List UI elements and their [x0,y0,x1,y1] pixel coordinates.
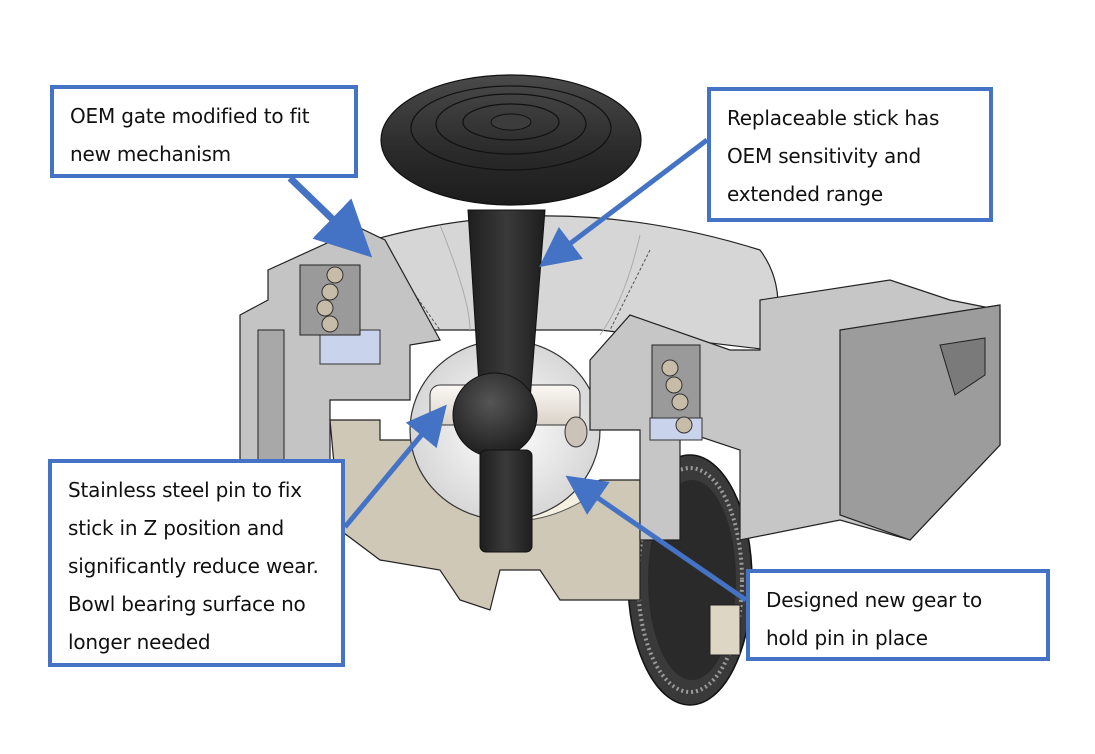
callout-text-line: OEM sensitivity and [727,144,922,168]
right-housing [589,279,1001,541]
callout-replaceable-stick: Replaceable stick has OEM sensitivity an… [707,87,993,222]
left-housing [239,227,441,461]
callout-text-line: significantly reduce wear. [68,554,319,578]
callout-text-line: extended range [727,182,884,206]
callout-text-line: hold pin in place [766,626,928,650]
callout-text-line: Bowl bearing surface no [68,592,306,616]
callout-text-line: Replaceable stick has [727,106,940,130]
callout-text-line: Designed new gear to [766,588,983,612]
gear-block [709,604,741,656]
callout-text-line: OEM gate modified to fit [70,104,310,128]
callout-text-line: longer needed [68,630,211,654]
callout-oem-gate: OEM gate modified to fit new mechanism [50,85,358,178]
callout-text-line: Stainless steel pin to fix [68,478,302,502]
callout-new-gear: Designed new gear to hold pin in place [746,569,1050,661]
callout-text-line: stick in Z position and [68,516,285,540]
callout-text-line: new mechanism [70,142,231,166]
callout-stainless-pin: Stainless steel pin to fix stick in Z po… [48,459,345,667]
